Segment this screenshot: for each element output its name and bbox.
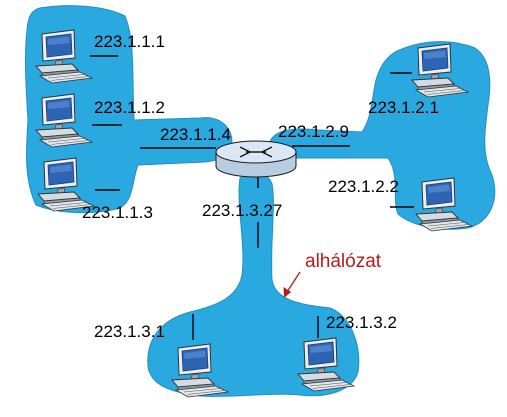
router-interface-bottom-label: 223.1.3.27 <box>202 201 282 220</box>
host-label-h3: 223.1.1.3 <box>82 203 153 222</box>
router-interface-left-label: 223.1.1.4 <box>160 125 231 144</box>
subnet-1-region <box>24 5 233 214</box>
host-label-h5: 223.1.2.2 <box>328 177 399 196</box>
router-interface-right-label: 223.1.2.9 <box>278 122 349 141</box>
subnet-annotation: alhálózat <box>305 251 382 272</box>
host-label-h4: 223.1.2.1 <box>368 98 439 117</box>
host-label-h2: 223.1.1.2 <box>94 98 165 117</box>
host-label-h6: 223.1.3.1 <box>94 322 165 341</box>
subnet-3-region <box>147 172 360 397</box>
links <box>90 55 414 340</box>
router-icon <box>215 140 297 178</box>
host-label-h1: 223.1.1.1 <box>94 32 165 51</box>
host-label-h7: 223.1.3.2 <box>326 313 397 332</box>
annotation-arrow <box>283 271 301 298</box>
